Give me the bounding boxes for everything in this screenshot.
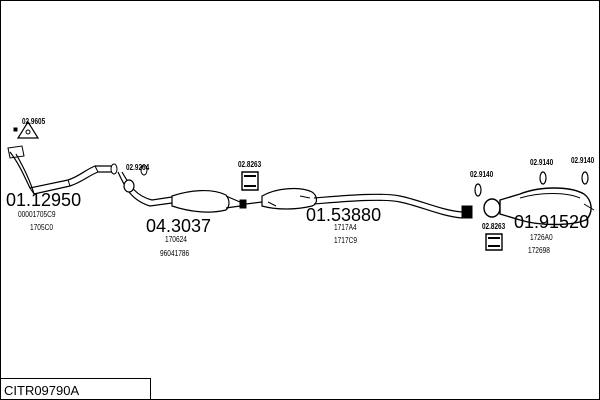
part-number-front-pipe: 01.12950 [6,190,82,210]
part-number-rear-silencer: 01.91520 [514,212,590,232]
accessory-rubber-3: 02.9140 [571,156,595,165]
converter-drawing [117,164,247,213]
part-number-middle-silencer: 01.53880 [306,205,382,225]
part-ref-rear-silencer-2: 172698 [528,246,550,255]
part-number-converter: 04.3037 [146,216,212,236]
part-ref-converter-1: 170624 [165,235,187,244]
accessory-rubber-2: 02.9140 [530,158,554,167]
middle-silencer-drawing [245,187,473,219]
diagram-code: CITR09790A [4,383,80,398]
part-ref-front-pipe-1: 00001705C9 [18,210,56,219]
accessory-gasket-front: 02.9605 [22,117,46,126]
rubber-hangers-drawing [474,171,589,197]
gasket-triangle-drawing [13,120,40,139]
part-ref-rear-silencer-1: 1726A0 [530,233,553,242]
accessory-clamp-mid: 02.8263 [238,160,262,169]
accessory-ring-cat: 02.9264 [126,163,150,172]
part-ref-converter-2: 96041786 [160,249,190,258]
accessory-clamp-rear: 02.8263 [482,222,506,231]
rear-silencer-drawing [483,187,595,226]
clamp-rear-drawing [485,233,503,251]
part-ref-middle-silencer-2: 1717C9 [334,236,357,245]
part-ref-middle-silencer-1: 1717A4 [334,223,357,232]
part-ref-front-pipe-2: 1705C0 [30,223,53,232]
clamp-mid-drawing [241,171,259,191]
front-pipe-drawing [7,145,118,195]
accessory-rubber-1: 02.9140 [470,170,494,179]
footer-box: CITR09790A [0,378,151,400]
